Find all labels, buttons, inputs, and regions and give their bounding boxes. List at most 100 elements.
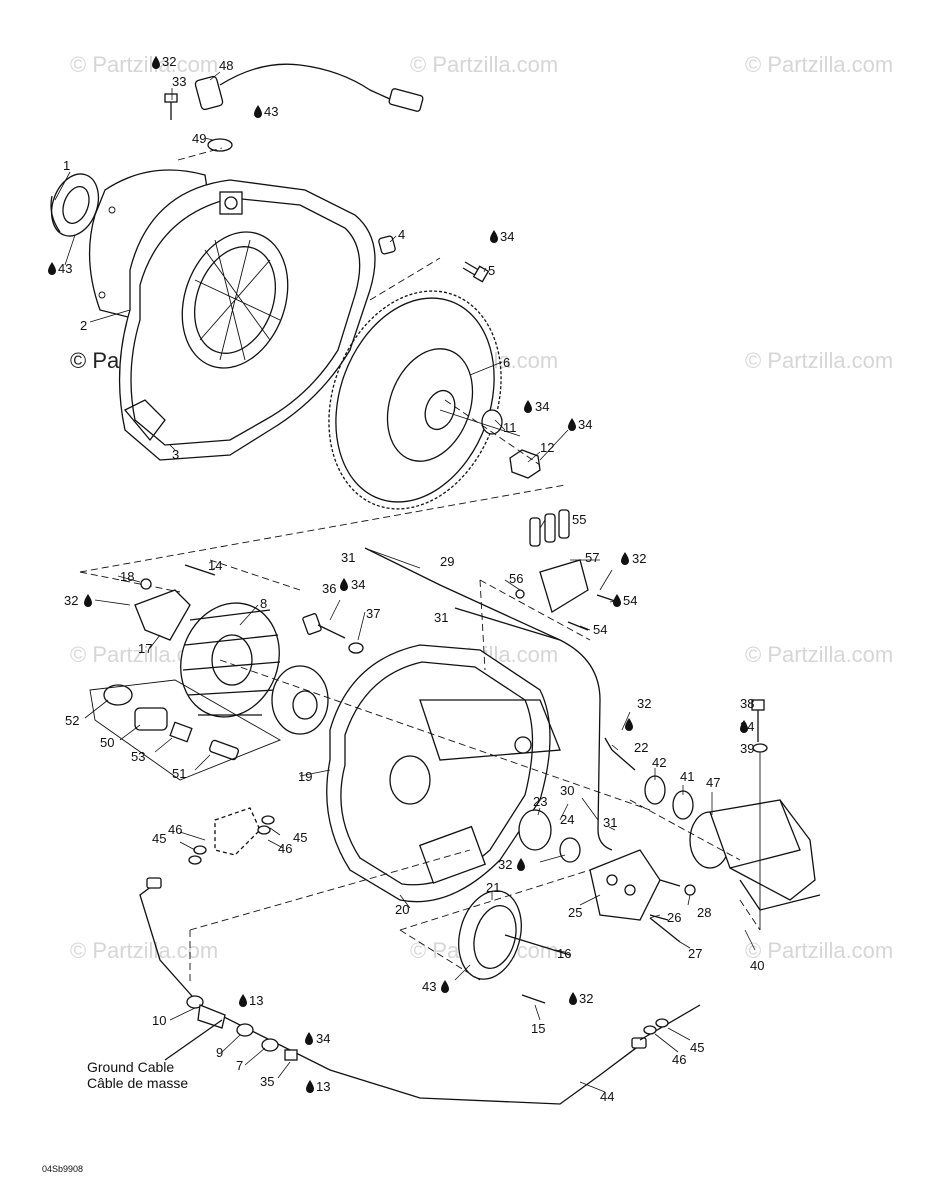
part-number: 3 <box>172 447 179 462</box>
part-number: 41 <box>680 769 694 784</box>
part-number: 15 <box>531 1021 545 1036</box>
upper-drawing <box>50 63 566 593</box>
part-number: 7 <box>236 1058 243 1073</box>
ground-cable-caption-fr: Câble de masse <box>87 1075 188 1091</box>
cable-bracket-drawing <box>188 807 275 865</box>
part-number: 52 <box>65 713 79 728</box>
oil-drop-icon <box>740 720 748 733</box>
part-number: 20 <box>395 902 409 917</box>
part-number: 54 <box>593 622 607 637</box>
part-number: 40 <box>750 958 764 973</box>
oil-drop-icon <box>569 992 577 1005</box>
bolt-28-drawing <box>684 884 696 896</box>
part-number: 4 <box>398 227 405 242</box>
oil-drop-icon <box>239 994 247 1007</box>
shaft-23-drawing <box>518 809 552 851</box>
oil-drop-icon <box>568 418 576 431</box>
part-number: 32 <box>632 551 646 566</box>
part-number: 43 <box>264 104 278 119</box>
part-number: 2 <box>80 318 87 333</box>
part-number: 45 <box>152 831 166 846</box>
part-number: 46 <box>278 841 292 856</box>
part-number: 13 <box>249 993 263 1008</box>
part-number: 43 <box>422 979 436 994</box>
bolt-27-drawing <box>649 917 681 943</box>
part-number: 18 <box>120 569 134 584</box>
part-number: 55 <box>572 512 586 527</box>
part-number: 47 <box>706 775 720 790</box>
washer-39-drawing <box>752 743 768 753</box>
part-number: 14 <box>208 558 222 573</box>
bolt-15-drawing <box>521 994 546 1004</box>
watermark: © Partzilla.com <box>745 938 893 963</box>
oil-drop-icon <box>625 718 633 731</box>
part-number: 46 <box>168 822 182 837</box>
part-number: 21 <box>486 880 500 895</box>
part-number: 29 <box>440 554 454 569</box>
part-number: 17 <box>138 641 152 656</box>
part-number: 11 <box>503 420 517 435</box>
part-number: 36 <box>322 581 336 596</box>
part-number: 25 <box>568 905 582 920</box>
part-number: 31 <box>341 550 355 565</box>
part-number: 22 <box>634 740 648 755</box>
bolt-drawing <box>302 613 364 654</box>
cover-21-drawing <box>458 890 571 980</box>
sensor-drawing <box>194 63 424 112</box>
o-ring-24-drawing <box>559 837 581 863</box>
watermark: © Partzilla.com <box>70 938 218 963</box>
part-number: 44 <box>600 1089 614 1104</box>
part-number: 43 <box>58 261 72 276</box>
part-number: 46 <box>672 1052 686 1067</box>
tube-drawing <box>454 607 613 851</box>
drawing-code: 04Sb9908 <box>42 1164 83 1174</box>
gasket-41-drawing <box>672 790 694 820</box>
part-number: 37 <box>366 606 380 621</box>
part-number: 32 <box>162 54 176 69</box>
watermark: © Partzilla.com <box>745 642 893 667</box>
bracket-55-drawing <box>529 509 570 547</box>
oil-drop-icon <box>621 552 629 565</box>
part-number: 13 <box>316 1079 330 1094</box>
part-number: 28 <box>697 905 711 920</box>
part-number: 23 <box>533 794 547 809</box>
part-number: 42 <box>652 755 666 770</box>
oil-drop-icon <box>517 858 525 871</box>
watermark: © Partzilla.com <box>70 52 218 77</box>
part-number: 31 <box>434 610 448 625</box>
part-number: 16 <box>557 946 571 961</box>
part-number: 32 <box>579 991 593 1006</box>
rotor-hub-drawing <box>271 665 329 735</box>
part-number: 48 <box>219 58 233 73</box>
plate-57-drawing <box>539 559 589 613</box>
part-number: 54 <box>623 593 637 608</box>
oil-drop-icon <box>613 594 621 607</box>
bolt-54-drawing <box>567 621 589 631</box>
watermark: © Partzilla.com <box>745 348 893 373</box>
part-number: 34 <box>535 399 549 414</box>
lower-drawing <box>89 509 821 1105</box>
part-number: 5 <box>488 263 495 278</box>
part-number: 38 <box>740 696 754 711</box>
part-number: 30 <box>560 783 574 798</box>
part-labels: 32 33 48 43 49 1 43 2 3 4 34 5 6 34 11 1… <box>42 54 764 1174</box>
part-number: 6 <box>503 355 510 370</box>
part-number: 39 <box>740 741 754 756</box>
gasket-42-drawing <box>644 775 666 805</box>
ground-cable-caption: Ground Cable <box>87 1059 174 1075</box>
part-number: 56 <box>509 571 523 586</box>
stator-drawing <box>180 602 281 718</box>
part-number: 33 <box>172 74 186 89</box>
housing-drawing <box>118 179 376 461</box>
oil-drop-icon <box>441 980 449 993</box>
part-number: 9 <box>216 1045 223 1060</box>
cover-drawing <box>326 644 561 903</box>
part-number: 12 <box>540 440 554 455</box>
part-number: 34 <box>316 1031 330 1046</box>
nut-drawing <box>509 449 541 479</box>
screw-head-drawing <box>140 578 152 590</box>
watermark: © Partzilla.com <box>410 52 558 77</box>
part-number: 1 <box>63 158 70 173</box>
part-number: 8 <box>260 596 267 611</box>
